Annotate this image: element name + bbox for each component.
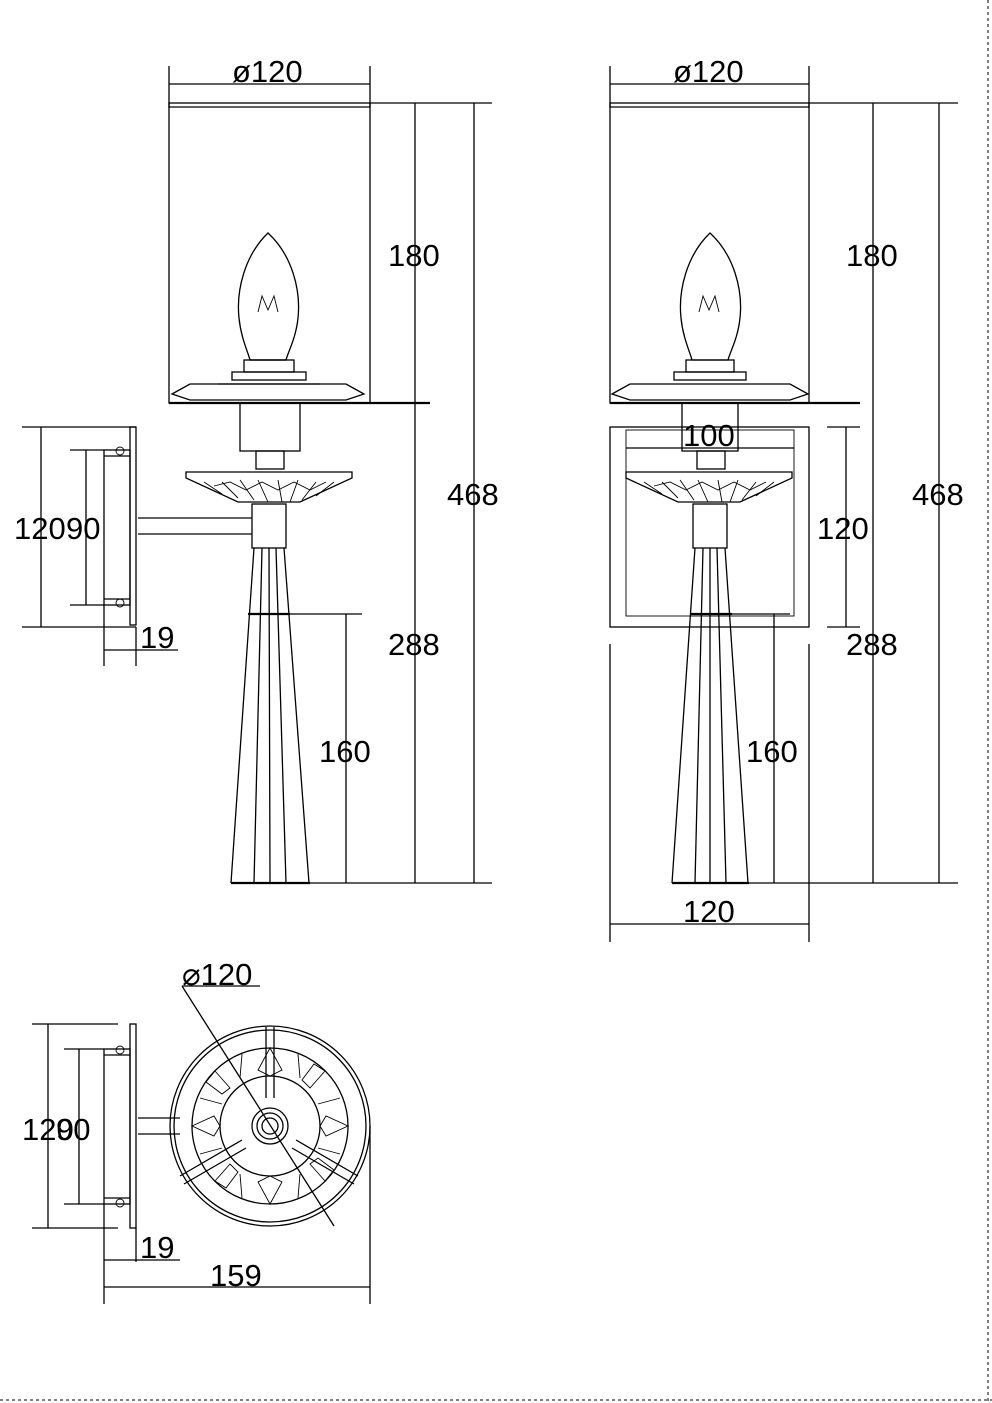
top-diameter-label: ⌀120 — [182, 957, 252, 992]
top-backplate-height-label: 120 — [22, 1112, 74, 1147]
rear-crystal-cup — [625, 471, 793, 503]
top-projection-label: 159 — [210, 1258, 262, 1293]
top-disc — [169, 985, 371, 1227]
rear-width-label: 120 — [683, 894, 735, 929]
rear-base-height-label: 160 — [746, 734, 798, 769]
front-bulb — [237, 232, 300, 361]
front-socket — [170, 359, 366, 470]
front-dimension-lines — [22, 66, 492, 884]
front-shade-height-label: 180 — [388, 238, 440, 273]
rear-view: ø120 180 468 100 120 288 160 120 — [609, 54, 964, 942]
front-crystal-cup — [185, 471, 353, 503]
front-base-height-label: 160 — [319, 734, 371, 769]
rear-backplate-height-label: 120 — [817, 511, 869, 546]
side-depth-label: 19 — [140, 620, 174, 655]
rear-total-height-label: 468 — [912, 477, 964, 512]
top-backplate — [103, 1023, 180, 1229]
top-depth-label: 19 — [140, 1230, 174, 1265]
rear-inner-width-label: 100 — [683, 418, 735, 453]
front-total-height-label: 468 — [447, 477, 499, 512]
rear-shade — [609, 102, 860, 405]
front-stem — [138, 503, 310, 885]
top-backplate-inner-label: 90 — [56, 1112, 90, 1147]
front-lower-height-label: 288 — [388, 627, 440, 662]
top-dimension-lines — [32, 985, 371, 1304]
rear-bulb — [679, 232, 742, 361]
rear-stem — [671, 503, 749, 885]
top-view: ⌀120 120 90 19 159 — [22, 957, 371, 1304]
rear-lower-height-label: 288 — [846, 627, 898, 662]
side-backplate-height-label: 120 — [14, 511, 66, 546]
side-backplate-inner-label: 90 — [66, 511, 100, 546]
front-shade-diameter-label: ø120 — [232, 54, 303, 89]
rear-dimension-lines — [609, 66, 958, 942]
front-view: ø120 180 468 288 160 120 90 19 — [14, 54, 499, 885]
rear-shade-diameter-label: ø120 — [673, 54, 744, 89]
rear-shade-height-label: 180 — [846, 238, 898, 273]
front-backplate — [103, 426, 137, 626]
